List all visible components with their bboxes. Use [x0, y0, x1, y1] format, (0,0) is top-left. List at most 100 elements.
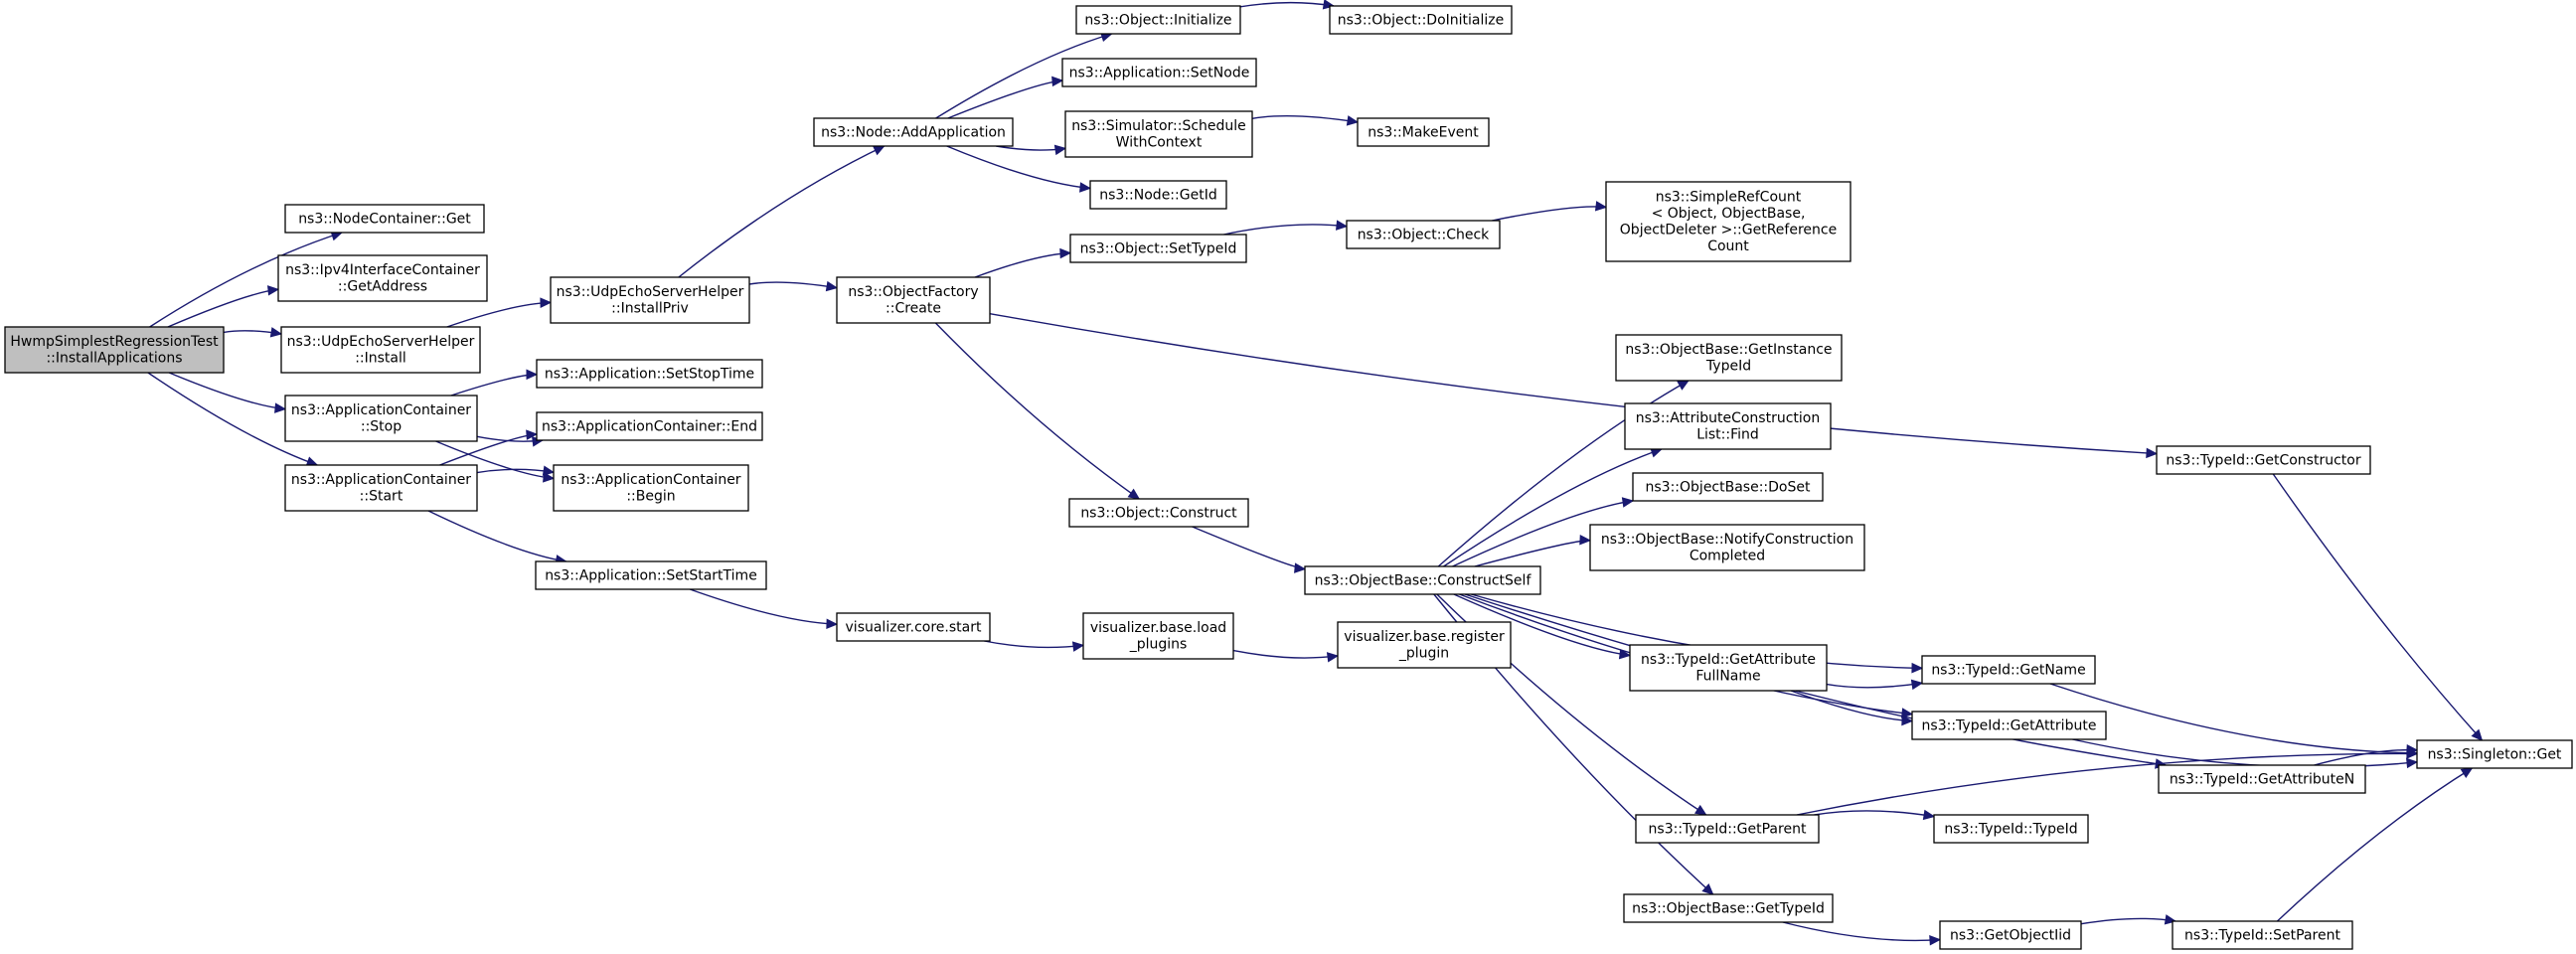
node-simplerefcount[interactable]: ns3::SimpleRefCount< Object, ObjectBase,… [1605, 181, 1852, 262]
edge-node_addapp-to-node_getid [946, 145, 1092, 193]
node-label-line: ns3::GetObjectIid [1950, 927, 2071, 943]
node-node_addapp[interactable]: ns3::Node::AddApplication [813, 117, 1014, 147]
node-box [1069, 234, 1247, 263]
edge-ac_start-to-ac_begin [476, 465, 556, 476]
edge-objbase_gettypeid-to-getobjectiid [1782, 921, 1942, 946]
edge-app_setstarttime-to-vis_core_start [689, 588, 839, 630]
node-label-line: ns3::Object::Initialize [1084, 12, 1231, 28]
node-label-line: ns3::ObjectBase::DoSet [1646, 479, 1811, 495]
node-typeid_getattributen[interactable]: ns3::TypeId::GetAttributeN [2158, 764, 2366, 794]
edge-line [1192, 526, 1306, 570]
node-label-line: ::Install [355, 351, 406, 367]
edge-line [1437, 380, 1690, 567]
node-vis_register_plugin[interactable]: visualizer.base.register_plugin [1337, 621, 1512, 669]
node-label-line: ns3::ObjectBase::GetTypeId [1632, 900, 1825, 916]
node-app_setstarttime[interactable]: ns3::Application::SetStartTime [535, 560, 767, 590]
node-ac_stop[interactable]: ns3::ApplicationContainer::Stop [284, 395, 478, 442]
node-typeid_getparent[interactable]: ns3::TypeId::GetParent [1635, 814, 1820, 844]
node-typeid_getconstructor[interactable]: ns3::TypeId::GetConstructor [2156, 445, 2371, 475]
edges-layer [147, 0, 2484, 946]
edge-objfactory_create-to-obj_construct [934, 322, 1141, 500]
node-root[interactable]: HwmpSimplestRegressionTest::InstallAppli… [4, 326, 225, 374]
edge-typeid_getattributen-to-singleton_get [2314, 744, 2419, 766]
edge-arrowhead [1929, 935, 1942, 946]
edge-arrowhead [1677, 380, 1690, 391]
edge-arrowhead [1051, 76, 1064, 87]
node-nc_get[interactable]: ns3::NodeContainer::Get [284, 204, 485, 234]
edge-line [1443, 448, 1663, 567]
node-box [1921, 655, 2096, 685]
edge-line [947, 80, 1063, 119]
node-obj_check[interactable]: ns3::Object::Check [1346, 220, 1501, 249]
node-udp_installpriv[interactable]: ns3::UdpEchoServerHelper::InstallPriv [550, 276, 750, 324]
edge-line [934, 322, 1140, 500]
edge-line [1814, 810, 1935, 818]
edge-line [167, 288, 279, 328]
node-label-line: ns3::Application::SetStopTime [545, 366, 754, 382]
edge-objbase_constructself-to-objbase_doset [1452, 497, 1635, 567]
node-ac_start[interactable]: ns3::ApplicationContainer::Start [284, 464, 478, 512]
node-label-line: ns3::ApplicationContainer [291, 472, 471, 488]
node-ac_end[interactable]: ns3::ApplicationContainer::End [536, 411, 763, 441]
node-label-line: < Object, ObjectBase, [1652, 206, 1806, 222]
node-typeid_getname[interactable]: ns3::TypeId::GetName [1921, 655, 2096, 685]
node-label-line: _plugins [1129, 637, 1188, 653]
node-label-line: List::Find [1696, 427, 1759, 443]
node-getobjectiid[interactable]: ns3::GetObjectIid [1939, 920, 2082, 950]
node-obj_initialize[interactable]: ns3::Object::Initialize [1075, 5, 1241, 35]
edge-node_addapp-to-obj_initialize [935, 31, 1113, 119]
node-label-line: ns3::TypeId::SetParent [2184, 927, 2340, 943]
node-singleton_get[interactable]: ns3::Singleton::Get [2416, 739, 2573, 769]
node-box [1939, 920, 2082, 950]
node-app_setnode[interactable]: ns3::Application::SetNode [1061, 58, 1257, 87]
node-objbase_doset[interactable]: ns3::ObjectBase::DoSet [1632, 472, 1824, 502]
node-typeid_setparent[interactable]: ns3::TypeId::SetParent [2172, 920, 2353, 950]
node-label-line: ns3::TypeId::TypeId [1944, 821, 2077, 837]
node-label-line: visualizer.base.register [1344, 629, 1505, 645]
node-makeevent[interactable]: ns3::MakeEvent [1357, 117, 1490, 147]
node-typeid_getattribute[interactable]: ns3::TypeId::GetAttribute [1911, 711, 2107, 740]
edge-line [1782, 921, 1941, 942]
edge-arrowhead [826, 618, 839, 630]
node-box [1304, 565, 1541, 595]
edge-arrowhead [269, 327, 283, 338]
node-obj_settypeid[interactable]: ns3::Object::SetTypeId [1069, 234, 1247, 263]
edge-line [450, 374, 538, 397]
node-box [550, 276, 750, 324]
node-ac_begin[interactable]: ns3::ApplicationContainer::Begin [553, 464, 749, 512]
edge-line [446, 301, 552, 328]
edge-arrowhead [1922, 809, 1936, 821]
node-vis_load_plugins[interactable]: visualizer.base.load_plugins [1082, 612, 1234, 660]
node-ipv4_getaddr[interactable]: ns3::Ipv4InterfaceContainer::GetAddress [277, 254, 488, 302]
node-objfactory_create[interactable]: ns3::ObjectFactory::Create [836, 276, 991, 324]
node-obj_doinitialize[interactable]: ns3::Object::DoInitialize [1329, 5, 1513, 35]
edge-arrowhead [1071, 641, 1085, 652]
node-objbase_gettypeid[interactable]: ns3::ObjectBase::GetTypeId [1623, 893, 1834, 923]
edge-node_addapp-to-app_setnode [947, 76, 1064, 119]
edge-line [1452, 500, 1634, 567]
node-box [1589, 524, 1865, 571]
node-objbase_notify[interactable]: ns3::ObjectBase::NotifyConstructionCompl… [1589, 524, 1865, 571]
node-vis_core_start[interactable]: visualizer.core.start [836, 612, 991, 642]
edge-arrowhead [1618, 648, 1632, 660]
node-label-line: ns3::AttributeConstruction [1636, 410, 1820, 426]
node-udp_install[interactable]: ns3::UdpEchoServerHelper::Install [280, 326, 481, 374]
node-box [1346, 220, 1501, 249]
edge-vis_core_start-to-vis_load_plugins [984, 640, 1085, 652]
node-node_getid[interactable]: ns3::Node::GetId [1089, 180, 1227, 210]
edge-arrowhead [1079, 182, 1092, 193]
edge-line [935, 33, 1112, 119]
node-obj_construct[interactable]: ns3::Object::Construct [1068, 498, 1249, 528]
node-label-line: ns3::ApplicationContainer [561, 472, 740, 488]
node-app_setstoptime[interactable]: ns3::Application::SetStopTime [536, 359, 763, 389]
node-objbase_constructself[interactable]: ns3::ObjectBase::ConstructSelf [1304, 565, 1541, 595]
node-label-line: ::InstallApplications [46, 351, 182, 367]
node-box [4, 326, 225, 374]
node-typeid_typeid[interactable]: ns3::TypeId::TypeId [1933, 814, 2089, 844]
edge-arrowhead [542, 465, 556, 476]
node-box [1357, 117, 1490, 147]
